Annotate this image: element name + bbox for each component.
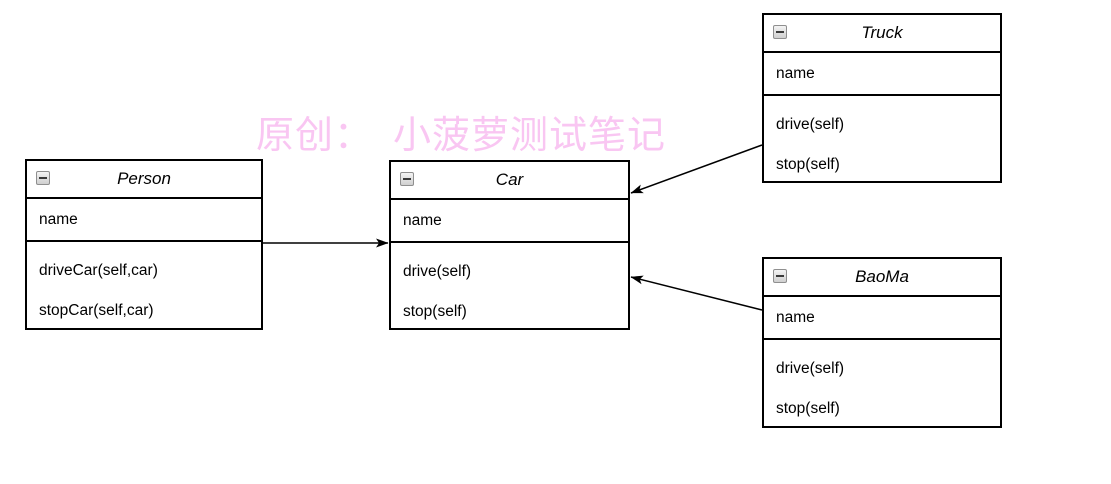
method: stop(self) (776, 156, 840, 173)
method: driveCar(self,car) (39, 262, 158, 279)
watermark-text: 原创： 小菠萝测试笔记 (256, 115, 667, 157)
attributes-section: name (764, 53, 1000, 96)
attribute: name (39, 210, 78, 228)
method: stop(self) (776, 400, 840, 417)
method: stop(self) (403, 303, 467, 320)
minus-glyph (776, 275, 784, 277)
methods-section: drive(self) stop(self) (764, 96, 1000, 185)
arrow-truck-to-car[interactable] (630, 144, 763, 194)
collapse-icon[interactable] (773, 269, 787, 283)
method: drive(self) (403, 263, 472, 280)
attribute: name (776, 64, 815, 82)
collapse-icon[interactable] (400, 172, 414, 186)
method: stopCar(self,car) (39, 302, 154, 319)
attributes-section: name (27, 199, 261, 242)
minus-glyph (39, 177, 47, 179)
methods-section: drive(self) stop(self) (764, 340, 1000, 429)
class-title: Truck (861, 23, 903, 42)
class-title: Car (495, 170, 524, 189)
class-header: Truck (764, 15, 1000, 53)
minus-glyph (776, 31, 784, 33)
methods-section: driveCar(self,car) stopCar(self,car) (27, 242, 261, 331)
class-title: Person (117, 169, 171, 188)
class-box-car[interactable]: Car name drive(self) stop(self) (389, 160, 630, 330)
attributes-section: name (391, 200, 628, 243)
class-box-person[interactable]: Person name driveCar(self,car) stopCar(s… (25, 159, 263, 330)
class-header: BaoMa (764, 259, 1000, 297)
class-header: Person (27, 161, 261, 199)
class-box-baoma[interactable]: BaoMa name drive(self) stop(self) (762, 257, 1002, 428)
collapse-icon[interactable] (36, 171, 50, 185)
methods-section: drive(self) stop(self) (391, 243, 628, 332)
method: drive(self) (776, 116, 845, 133)
class-box-truck[interactable]: Truck name drive(self) stop(self) (762, 13, 1002, 183)
class-title: BaoMa (855, 267, 909, 286)
attributes-section: name (764, 297, 1000, 340)
collapse-icon[interactable] (773, 25, 787, 39)
class-header: Car (391, 162, 628, 200)
attribute: name (776, 308, 815, 326)
attribute: name (403, 211, 442, 229)
method: drive(self) (776, 360, 845, 377)
minus-glyph (403, 178, 411, 180)
arrow-baoma-to-car[interactable] (630, 275, 763, 311)
